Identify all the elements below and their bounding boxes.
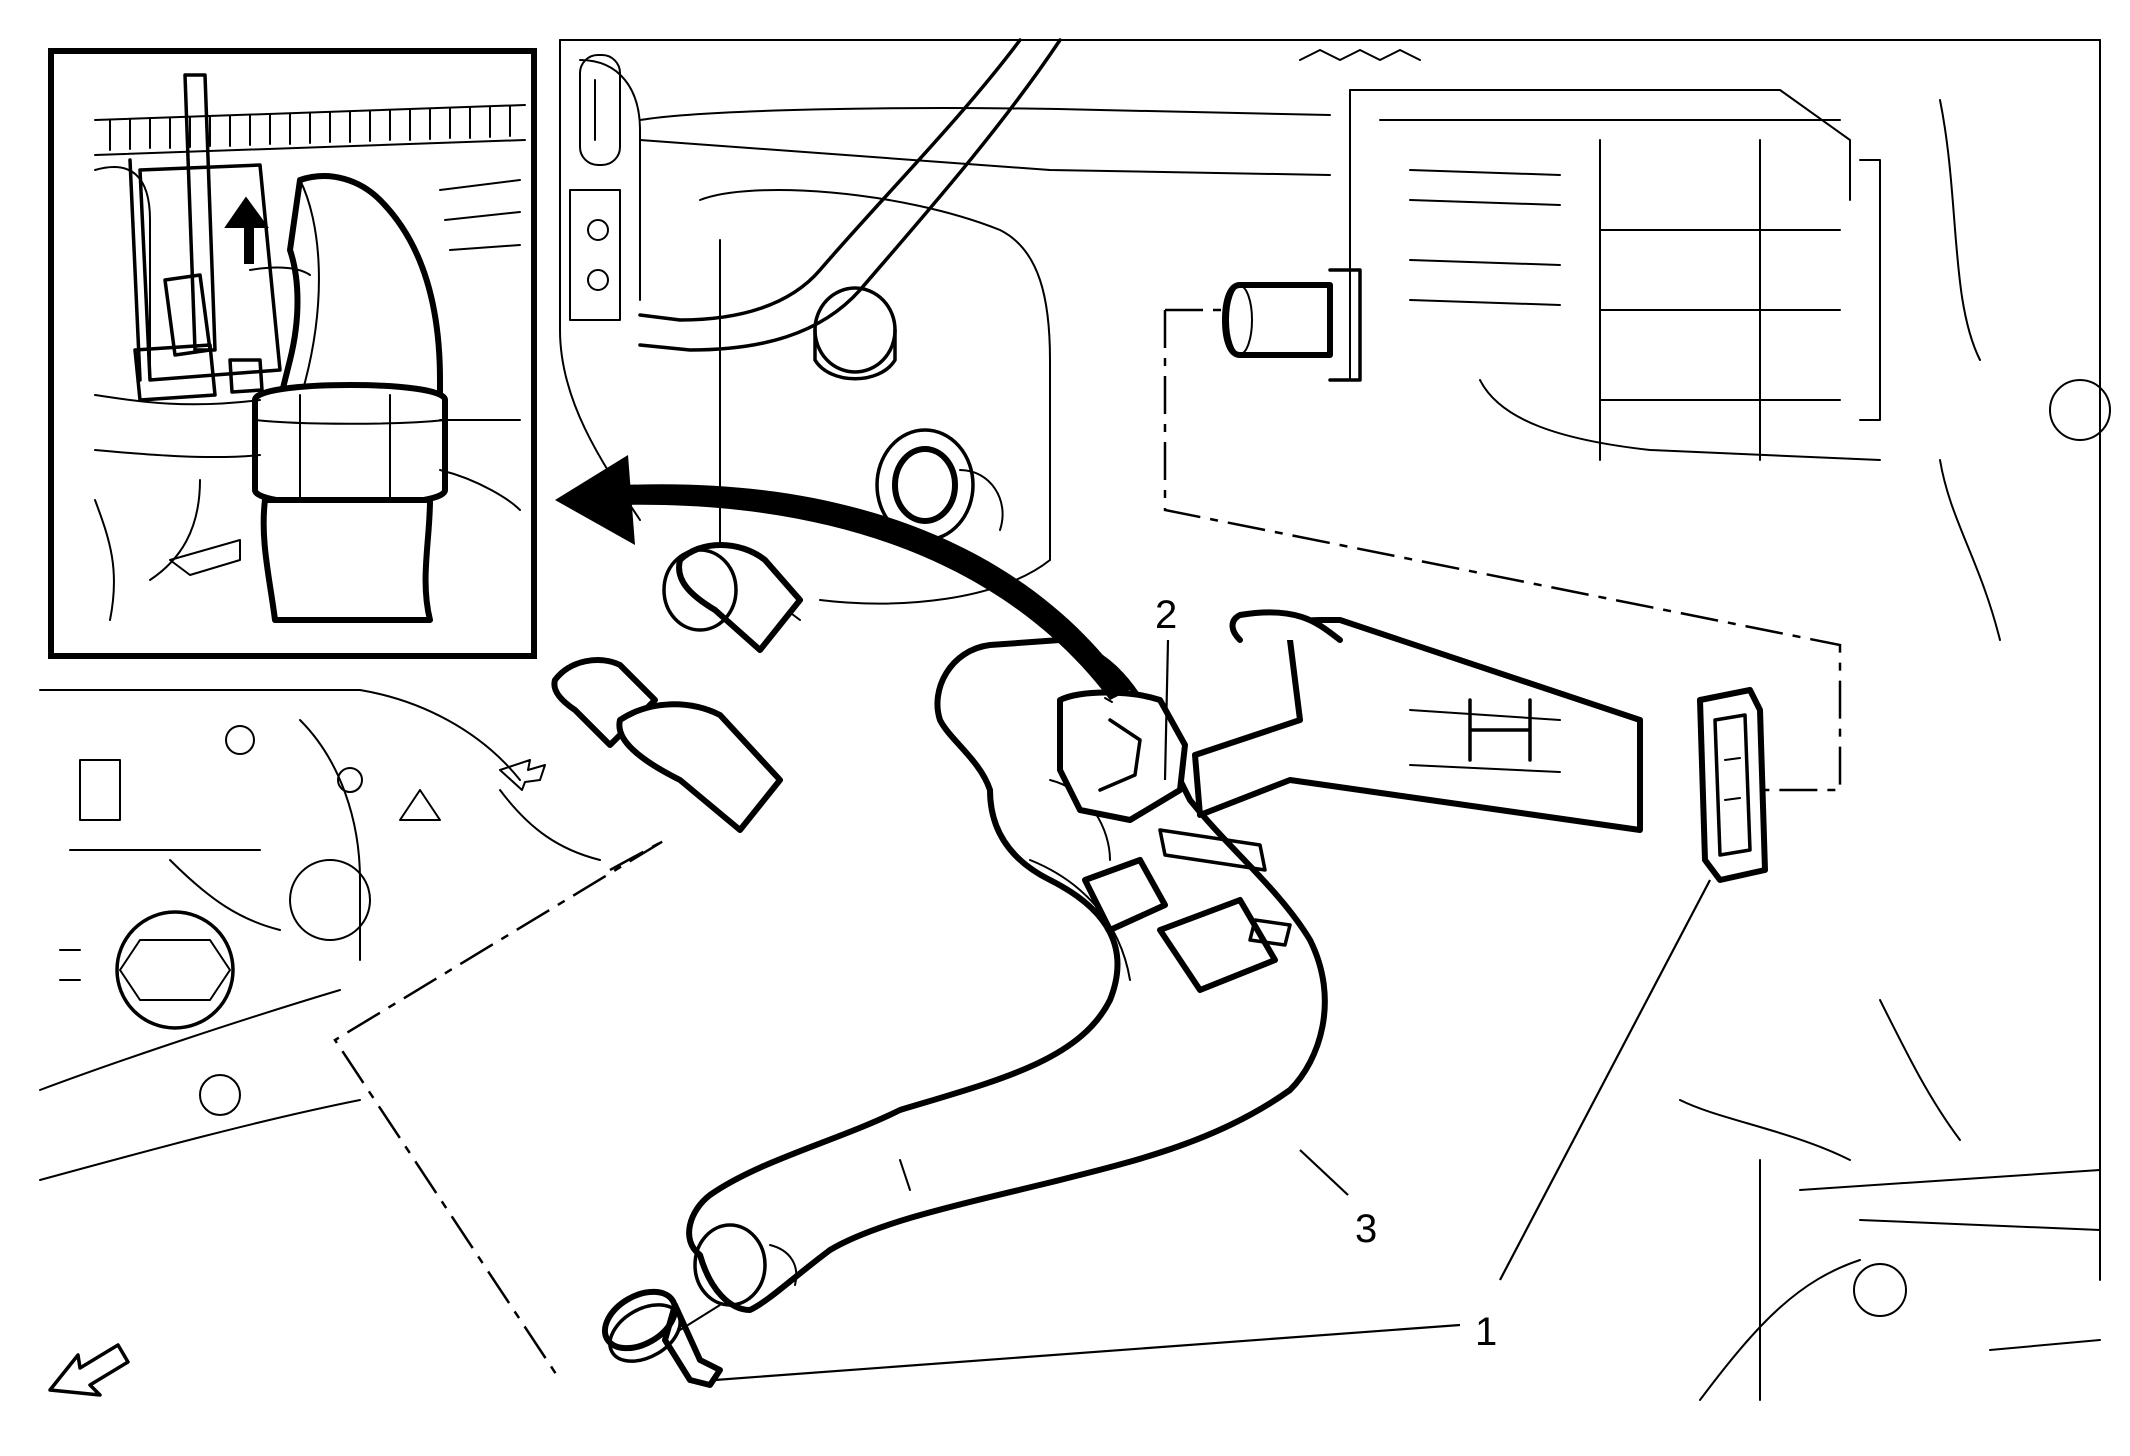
inset-detail [48, 48, 537, 659]
callouts: 2 3 1 [714, 593, 1711, 1382]
up-arrow-icon [224, 196, 269, 264]
curved-arrow-to-inset [555, 455, 1130, 703]
hose-clamp-lower [601, 1288, 723, 1388]
heater-hose [686, 609, 1643, 1313]
hose-clamp-upper [1697, 687, 1768, 883]
callout-1: 1 [1475, 1310, 1497, 1354]
engine-background [39, 38, 2111, 1401]
callout-2: 2 [1155, 593, 1177, 637]
front-view-arrow-icon [48, 1343, 130, 1397]
callout-3: 3 [1355, 1207, 1377, 1251]
